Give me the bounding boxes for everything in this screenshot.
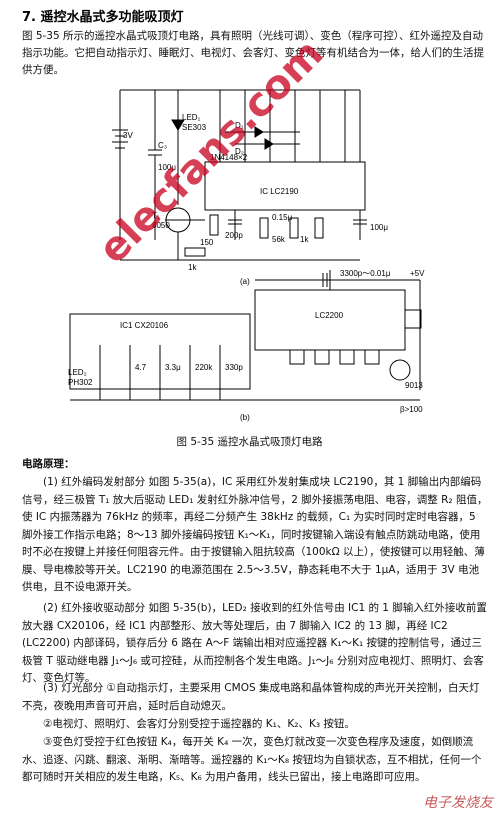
- paragraph-5: ③变色灯受控于红色按钮 K₄，每开关 K₄ 一次，变色灯就改变一次变色程序及速度…: [22, 736, 482, 783]
- site-logo: 电子发烧友: [423, 795, 493, 811]
- c3-label: C₃: [158, 141, 167, 150]
- t1-label: T₁: [152, 211, 160, 220]
- section-title: 电路原理：: [22, 458, 75, 470]
- d1-label: D₁: [235, 121, 244, 130]
- paragraph-3: (3) 灯光部分 ①自动指示灯，主要采用 CMOS 集成电路和晶体管构成的声光开…: [22, 682, 480, 712]
- c4-value: 100μ: [370, 223, 388, 232]
- page-title: 7. 遥控水晶式多功能吸顶灯: [22, 10, 184, 25]
- c1-value: 0.15μ: [272, 213, 293, 222]
- rb1-value: 4.7: [135, 363, 147, 372]
- t1-model: 8050: [152, 221, 170, 230]
- label-a: (a): [240, 277, 250, 286]
- r2-value: 56k: [272, 235, 286, 244]
- rb3-value: 330p: [225, 363, 243, 372]
- led2-model: PH302: [68, 378, 93, 387]
- led1-model: SE303: [182, 123, 207, 132]
- c2-value: 200p: [225, 231, 243, 240]
- paragraph-2: (2) 红外接收驱动部分 如图 5-35(b)，LED₂ 接收到的红外信号由 I…: [22, 602, 487, 684]
- t-model: 9013: [405, 381, 423, 390]
- r4-value: 1k: [188, 263, 197, 272]
- led1-label: LED₁: [182, 113, 201, 122]
- ic2-label: LC2200: [315, 311, 344, 320]
- d2-label: D₂: [235, 147, 244, 156]
- diodes-label: 1N4148×2: [210, 153, 248, 162]
- beta-label: β>100: [400, 405, 423, 414]
- paragraph-4: ②电视灯、照明灯、会客灯分别受控于遥控器的 K₁、K₂、K₃ 按钮。: [43, 718, 355, 730]
- c3-value: 100μ: [158, 163, 176, 172]
- battery-label: 3V: [123, 131, 133, 140]
- paragraph-1: (1) 红外编码发射部分 如图 5-35(a)，IC 采用红外发射集成块 LC2…: [22, 476, 488, 593]
- intro-paragraph: 图 5-35 所示的遥控水晶式吸顶灯电路，具有照明（光线可调）、变色（程序可控）…: [22, 30, 484, 76]
- r1-value: 150: [200, 238, 214, 247]
- label-b: (b): [240, 413, 250, 422]
- rb2-value: 220k: [195, 363, 213, 372]
- circuit-diagram: 3V C₃ 100μ LED₁ SE303 D₁ D₂ 1N4148×2 IC …: [68, 89, 425, 422]
- ic1-label: IC1 CX20106: [120, 321, 169, 330]
- ic-label: IC LC2190: [260, 187, 299, 196]
- figure-caption: 图 5-35 遥控水晶式吸顶灯电路: [176, 436, 323, 448]
- r3-value: 1k: [300, 235, 309, 244]
- c5-value: 3300p～0.01μ: [340, 269, 391, 278]
- vdd-value: +5V: [410, 269, 425, 278]
- cb2-value: 3.3μ: [165, 363, 181, 372]
- led2-label: LED₂: [68, 368, 87, 377]
